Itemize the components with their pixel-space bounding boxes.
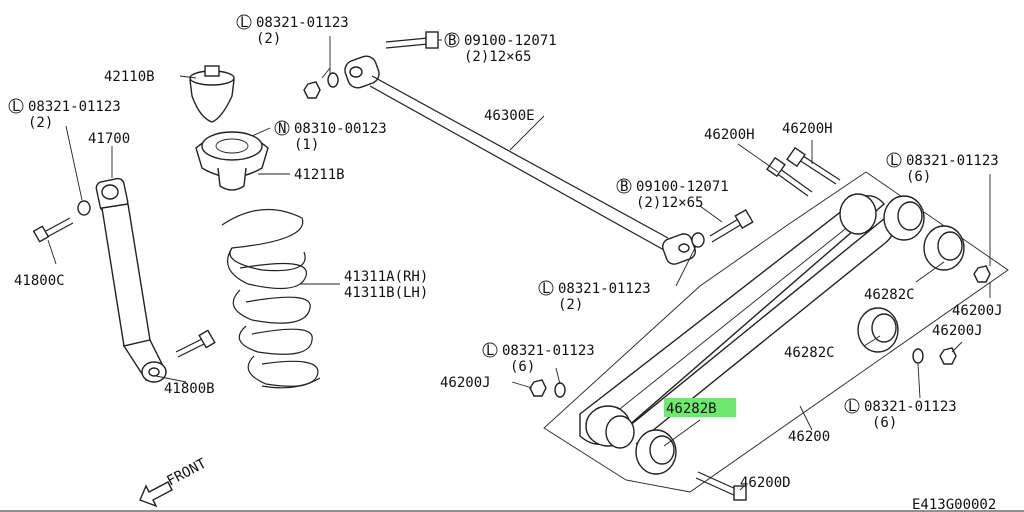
label-08321-01123-right-top[interactable]: 08321-01123 [906, 153, 999, 169]
qty-08321-01123-left: (2) [28, 115, 53, 131]
qty-08321-01123-lower-right: (6) [872, 415, 897, 431]
label-08321-01123-lower-left[interactable]: 08321-01123 [502, 343, 595, 359]
prefix-circles [8, 14, 902, 414]
label-41800b[interactable]: 41800B [164, 381, 215, 397]
shock-absorber-drawing [32, 177, 216, 383]
label-09100-12071-top[interactable]: 09100-12071 [464, 33, 557, 49]
label-46282c-top[interactable]: 46282C [864, 287, 915, 303]
prefix-b: B [620, 179, 628, 195]
label-41311a[interactable]: 41311A(RH) [344, 269, 428, 285]
prefix-n: N [278, 121, 286, 137]
label-41800c[interactable]: 41800C [14, 273, 65, 289]
label-46200h-left[interactable]: 46200H [704, 127, 755, 143]
qty-08310-00123: (1) [294, 137, 319, 153]
label-08321-01123-lower-right[interactable]: 08321-01123 [864, 399, 957, 415]
qty-08321-01123-mid: (2) [558, 297, 583, 313]
label-46200j-right-mid[interactable]: 46200J [932, 323, 983, 339]
label-46200d[interactable]: 46200D [740, 475, 791, 491]
bump-stop-drawing [189, 65, 269, 191]
label-46300e[interactable]: 46300E [484, 108, 535, 124]
label-41311b[interactable]: 41311B(LH) [344, 285, 428, 301]
label-08321-01123-top[interactable]: 08321-01123 [256, 15, 349, 31]
label-46200j-left[interactable]: 46200J [440, 375, 491, 391]
qty-09100-12071-top: (2)12×65 [464, 49, 531, 65]
prefix-l: L [542, 281, 550, 297]
label-42110b[interactable]: 42110B [104, 69, 155, 85]
qty-09100-12071-mid: (2)12×65 [636, 195, 703, 211]
prefix-l: L [848, 399, 856, 415]
label-09100-12071-mid[interactable]: 09100-12071 [636, 179, 729, 195]
label-41700[interactable]: 41700 [88, 131, 130, 147]
prefix-b: B [448, 33, 456, 49]
label-08321-01123-left[interactable]: 08321-01123 [28, 99, 121, 115]
qty-08321-01123-right-top: (6) [906, 169, 931, 185]
front-arrow-icon [139, 481, 173, 508]
label-46282b[interactable]: 46282B [666, 401, 717, 417]
prefix-l: L [486, 343, 494, 359]
lateral-rod-drawing [344, 31, 754, 265]
qty-08321-01123-lower-left: (6) [510, 359, 535, 375]
prefix-l: L [890, 153, 898, 169]
highlight-46282b [664, 398, 736, 417]
label-08310-00123[interactable]: 08310-00123 [294, 121, 387, 137]
qty-08321-01123-top: (2) [256, 31, 281, 47]
trailing-arm-drawing [529, 146, 1009, 501]
leader-lines [0, 36, 1024, 512]
prefix-l: L [240, 15, 248, 31]
label-41211b[interactable]: 41211B [294, 167, 345, 183]
label-46282c-bottom[interactable]: 46282C [784, 345, 835, 361]
label-46200h-right[interactable]: 46200H [782, 121, 833, 137]
figure-code: E413G00002 [912, 497, 996, 512]
coil-spring-drawing [221, 208, 321, 389]
front-label: FRONT [164, 455, 209, 489]
nut-washer-drawing [303, 67, 339, 99]
label-46200[interactable]: 46200 [788, 429, 830, 445]
prefix-l: L [12, 99, 20, 115]
label-46200j-right-top[interactable]: 46200J [952, 303, 1003, 319]
label-08321-01123-mid[interactable]: 08321-01123 [558, 281, 651, 297]
